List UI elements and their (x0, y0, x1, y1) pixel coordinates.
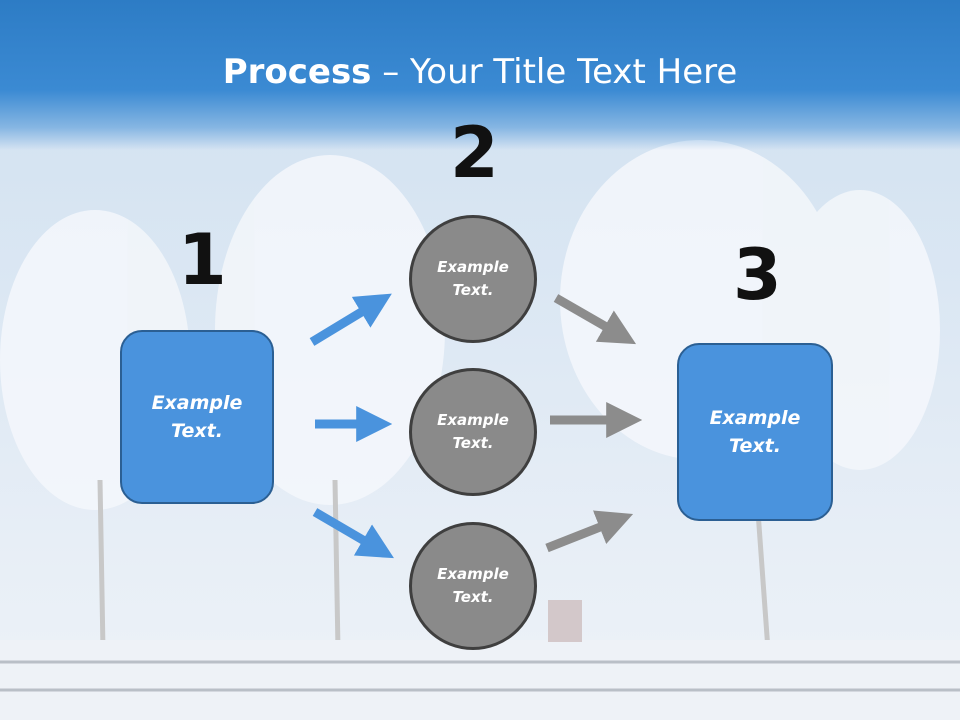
bottom-circle: Example Text. (409, 522, 537, 650)
arrow-to-bottom-circle (312, 508, 394, 559)
arrow-from-bottom-circle (545, 510, 634, 553)
middle-circle-text: Example Text. (437, 410, 509, 452)
bottom-circle-text: Example Text. (437, 564, 509, 606)
step-3-box: Example Text. (677, 343, 833, 521)
step-1-box: Example Text. (120, 330, 274, 504)
step-number-3: 3 (733, 234, 782, 316)
top-circle-text: Example Text. (437, 257, 509, 299)
top-circle: Example Text. (409, 215, 537, 343)
arrow-to-top-circle (309, 293, 392, 346)
step-number-2: 2 (450, 112, 499, 194)
step-3-box-text: Example Text. (709, 406, 801, 458)
step-1-box-text: Example Text. (151, 391, 243, 443)
title-bold-part: Process (222, 52, 372, 92)
arrow-from-top-circle (553, 294, 637, 345)
title-rest-part: – Your Title Text Here (371, 52, 738, 92)
step-number-1: 1 (178, 219, 227, 301)
slide-title: Process – Your Title Text Here (0, 52, 960, 92)
title-banner (0, 0, 960, 150)
middle-circle: Example Text. (409, 368, 537, 496)
